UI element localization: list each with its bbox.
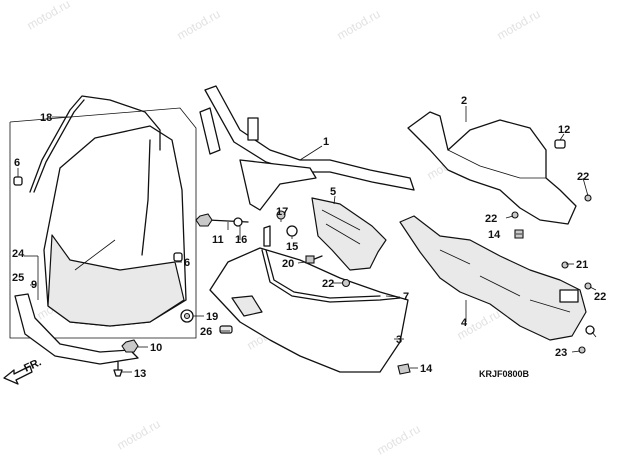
screw <box>584 282 592 290</box>
bolt <box>113 361 123 377</box>
trim-bar <box>29 95 161 193</box>
clip <box>13 176 23 186</box>
callout: 26 <box>200 326 212 338</box>
callout: 3 <box>396 334 402 346</box>
inner-cover-group <box>399 194 595 354</box>
callout: 22 <box>577 171 589 183</box>
screw-head <box>305 255 315 264</box>
windscreen-line <box>74 239 116 271</box>
watermark: motod.ru <box>335 7 383 43</box>
clip <box>219 325 233 334</box>
callout: 21 <box>576 259 588 271</box>
callout: 4 <box>461 317 468 329</box>
callout: 2 <box>461 95 467 107</box>
watermark: motod.ru <box>495 7 543 43</box>
handlebar-bracket <box>239 159 317 211</box>
cover-edge <box>447 149 546 179</box>
inner-cover-ribs <box>439 249 571 313</box>
callout: 23 <box>555 347 567 359</box>
clip <box>173 252 183 262</box>
callout: 12 <box>558 124 570 136</box>
screw <box>341 278 351 288</box>
watermark: motod.ru <box>375 422 423 458</box>
callout: 22 <box>322 278 334 290</box>
clip <box>554 139 566 149</box>
callout: 15 <box>286 241 298 253</box>
watermark: motod.ru <box>25 0 73 33</box>
group-frame <box>9 107 197 339</box>
callout: 7 <box>403 291 409 303</box>
trim-bar-side <box>141 139 151 256</box>
watermark: motod.ru <box>175 7 223 43</box>
callouts: 18 6 6 24 25 9 10 19 13 1 2 12 5 7 3 14 … <box>12 95 606 380</box>
inner-cover-slot <box>559 289 579 303</box>
nut <box>121 339 139 353</box>
handlebar-post <box>199 107 221 155</box>
callout: 11 <box>212 234 224 246</box>
callout: 24 <box>12 248 25 260</box>
callout: 17 <box>276 206 288 218</box>
grommet <box>286 225 298 237</box>
cover-vent <box>231 295 263 317</box>
callout: 13 <box>134 368 146 380</box>
washer-hole <box>183 312 191 320</box>
direction-label: FR. <box>22 356 43 374</box>
callout: 14 <box>420 363 433 375</box>
cover-strip <box>261 249 401 303</box>
inner-bracket <box>311 197 387 271</box>
leader-lines <box>17 106 597 373</box>
callout: 16 <box>235 234 247 246</box>
handlebar-group <box>199 85 415 211</box>
nut <box>397 363 411 375</box>
collar <box>263 225 271 247</box>
front-cover-group <box>209 247 411 375</box>
callout: 19 <box>206 311 218 323</box>
screw <box>561 261 569 269</box>
trim-bar-inner <box>33 99 85 193</box>
bolt-head <box>195 213 213 227</box>
screw <box>511 211 519 219</box>
washer <box>233 217 243 227</box>
watermark: motod.ru <box>115 417 163 453</box>
arrow-left-icon <box>3 365 33 385</box>
callout: 22 <box>594 291 606 303</box>
callout: 14 <box>488 229 501 241</box>
callout: 20 <box>282 258 294 270</box>
callout: 9 <box>31 279 37 291</box>
diagram-code: KRJF0800B <box>479 369 530 379</box>
callout: 18 <box>40 112 52 124</box>
callout: 1 <box>323 136 329 148</box>
callout: 5 <box>330 186 336 198</box>
front-direction-indicator: FR. <box>3 356 43 385</box>
callout: 10 <box>150 342 162 354</box>
callout: 6 <box>184 257 190 269</box>
windscreen-lower-panel <box>47 234 185 327</box>
inner-cover <box>399 215 587 341</box>
cover-strip-inner <box>265 249 381 299</box>
screw <box>578 346 586 354</box>
callout: 22 <box>485 213 497 225</box>
bracket-ribs <box>321 209 361 245</box>
callout: 6 <box>14 157 20 169</box>
windscreen-group <box>9 95 197 377</box>
callout: 25 <box>12 272 24 284</box>
handlebar-clamp <box>247 117 259 141</box>
